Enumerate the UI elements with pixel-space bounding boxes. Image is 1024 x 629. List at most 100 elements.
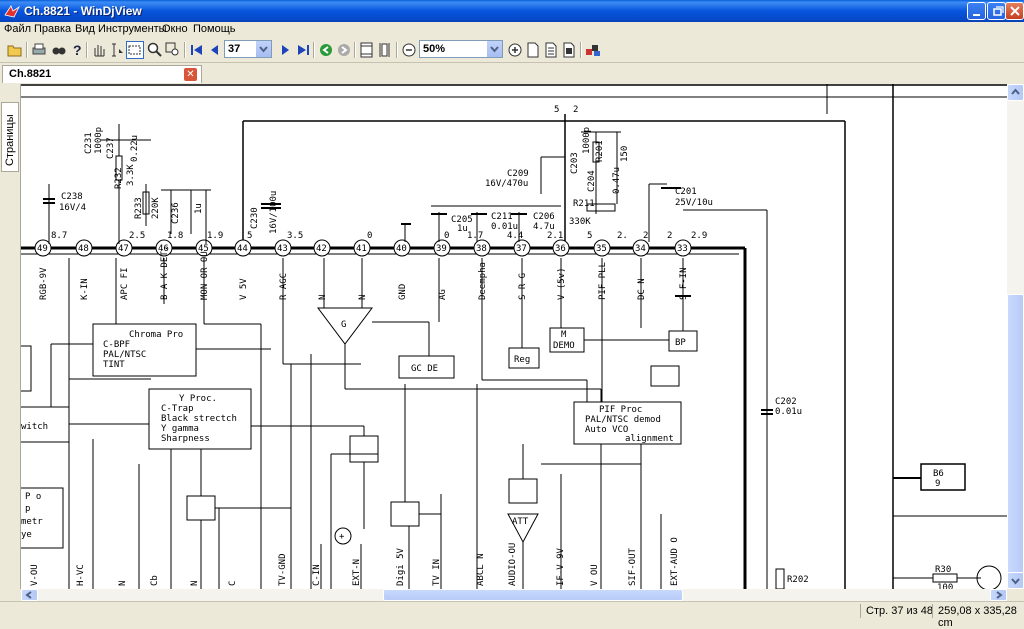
zoom-value: 50%: [423, 43, 446, 55]
close-tab-icon[interactable]: ✕: [184, 68, 197, 81]
chevron-down-icon[interactable]: [255, 41, 271, 57]
pages-tab[interactable]: Страницы: [1, 102, 19, 172]
r30-value: 100: [937, 583, 953, 589]
print-icon[interactable]: [30, 41, 48, 59]
reg-label: Reg: [514, 355, 530, 365]
c230-label: C230: [250, 207, 260, 229]
find-icon[interactable]: [50, 41, 68, 59]
pre-label-0: P o: [25, 492, 41, 502]
yproc-sharpness: Sharpness: [161, 434, 210, 444]
layers-icon[interactable]: [584, 41, 602, 59]
horizontal-scroll-thumb[interactable]: [383, 589, 683, 601]
scroll-left-button[interactable]: [21, 589, 38, 601]
document-tab[interactable]: Ch.8821 ✕: [2, 65, 202, 83]
ic-pin-label: S F-IN: [679, 267, 689, 300]
chroma-cbpf: C-BPF: [103, 340, 130, 350]
forward-icon[interactable]: [335, 41, 353, 59]
scroll-right-button[interactable]: [990, 589, 1007, 601]
ic-pin: [234, 239, 252, 257]
yproc-title: Y Proc.: [179, 394, 217, 404]
menu-view[interactable]: Вид: [75, 23, 95, 35]
zoom-combo[interactable]: 50%: [419, 40, 503, 58]
bp-label: BP: [675, 338, 686, 348]
open-icon[interactable]: [6, 41, 24, 59]
minimize-icon: [973, 14, 980, 16]
yproc-black: Black strectch: [161, 414, 237, 424]
ic-pin: [593, 239, 611, 257]
vertical-scrollbar[interactable]: [1007, 84, 1024, 594]
menu-edit[interactable]: Правка: [34, 23, 72, 35]
minimize-button[interactable]: [967, 2, 986, 20]
c236-label: C236: [171, 202, 181, 224]
menu-window[interactable]: Окно: [162, 23, 188, 35]
next-page-icon[interactable]: [276, 41, 294, 59]
ic-pin-label: APC FI: [120, 267, 130, 300]
bottom-signal-label: Cb: [150, 575, 160, 586]
prev-page-icon[interactable]: [206, 41, 224, 59]
status-page-info: Стр. 37 из 48: [866, 605, 933, 617]
display-mode-icon[interactable]: [560, 41, 578, 59]
text-select-icon[interactable]: [108, 41, 126, 59]
chevron-down-icon: [1011, 578, 1020, 585]
ic-pin-label: DC N: [637, 278, 647, 300]
hand-tool-icon[interactable]: [90, 41, 108, 59]
pin-voltage-label: 2.: [617, 231, 628, 241]
last-page-icon[interactable]: [294, 41, 312, 59]
restore-icon: [993, 6, 1004, 16]
horizontal-scrollbar[interactable]: [21, 589, 1007, 601]
scroll-down-button[interactable]: [1007, 572, 1024, 589]
single-page-icon[interactable]: [524, 41, 542, 59]
pif-title: PIF Proc: [599, 405, 642, 415]
back-icon[interactable]: [317, 41, 335, 59]
ic-pin: [353, 239, 371, 257]
c203-label: C203: [570, 152, 580, 174]
help-icon[interactable]: ?: [68, 41, 86, 59]
ic-pin: [473, 239, 491, 257]
status-size-info: 259,08 x 335,28 cm: [938, 605, 1017, 629]
ic-pin-number: 48: [78, 244, 89, 254]
menu-tools[interactable]: Инструменты: [98, 23, 167, 35]
close-window-button[interactable]: [1005, 2, 1024, 20]
ic-pin: [632, 239, 650, 257]
zoom-icon[interactable]: [146, 41, 164, 59]
c237-value: 0.22u: [130, 135, 140, 162]
bottom-signal-label: H-VC: [76, 564, 86, 586]
rect-select-icon[interactable]: [126, 41, 144, 59]
c237-label: C237: [106, 137, 116, 159]
first-page-icon[interactable]: [188, 41, 206, 59]
mdemo-m: M: [561, 330, 567, 340]
vertical-scroll-thumb[interactable]: [1007, 294, 1024, 594]
c206-value: 4.7u: [533, 222, 555, 232]
pin-voltage-label: 2.5: [129, 231, 145, 241]
ic-pin-label: AG: [438, 289, 448, 300]
continuous-icon[interactable]: [376, 41, 394, 59]
zoom-in-icon[interactable]: [506, 41, 524, 59]
title-bar[interactable]: Ch.8821 - WinDjView: [0, 0, 1024, 22]
ic-pin-number: 40: [396, 244, 407, 254]
ic-pin: [513, 239, 531, 257]
zoom-rect-icon[interactable]: [164, 41, 182, 59]
pin-voltage-label: 1.7: [467, 231, 483, 241]
facing-pages-icon[interactable]: [542, 41, 560, 59]
pif-demod: PAL/NTSC demod: [585, 415, 661, 425]
restore-button[interactable]: [987, 2, 1006, 20]
ic-pin-number: 35: [596, 244, 607, 254]
ic-pin-number: 45: [198, 244, 209, 254]
menu-help[interactable]: Помощь: [193, 23, 236, 35]
zoom-out-icon[interactable]: [400, 41, 418, 59]
pin-voltage-label: 0: [367, 231, 372, 241]
ic-pin-label: RGB-9V: [39, 267, 49, 300]
pin-voltage-label: 5: [587, 231, 592, 241]
r30-label: R30: [935, 565, 951, 575]
menu-file[interactable]: Файл: [4, 23, 32, 35]
chevron-down-icon[interactable]: [486, 41, 502, 57]
ic-pin-label: PIF PLL: [598, 262, 608, 300]
page-number-combo[interactable]: 37: [224, 40, 272, 58]
fit-page-icon[interactable]: [358, 41, 376, 59]
pin-voltage-label: 0: [444, 231, 449, 241]
scroll-up-button[interactable]: [1007, 84, 1024, 101]
ic-pin-label: GND: [398, 284, 408, 300]
document-tab-strip: Ch.8821 ✕: [0, 63, 1024, 83]
r211-value: 330K: [569, 217, 591, 227]
